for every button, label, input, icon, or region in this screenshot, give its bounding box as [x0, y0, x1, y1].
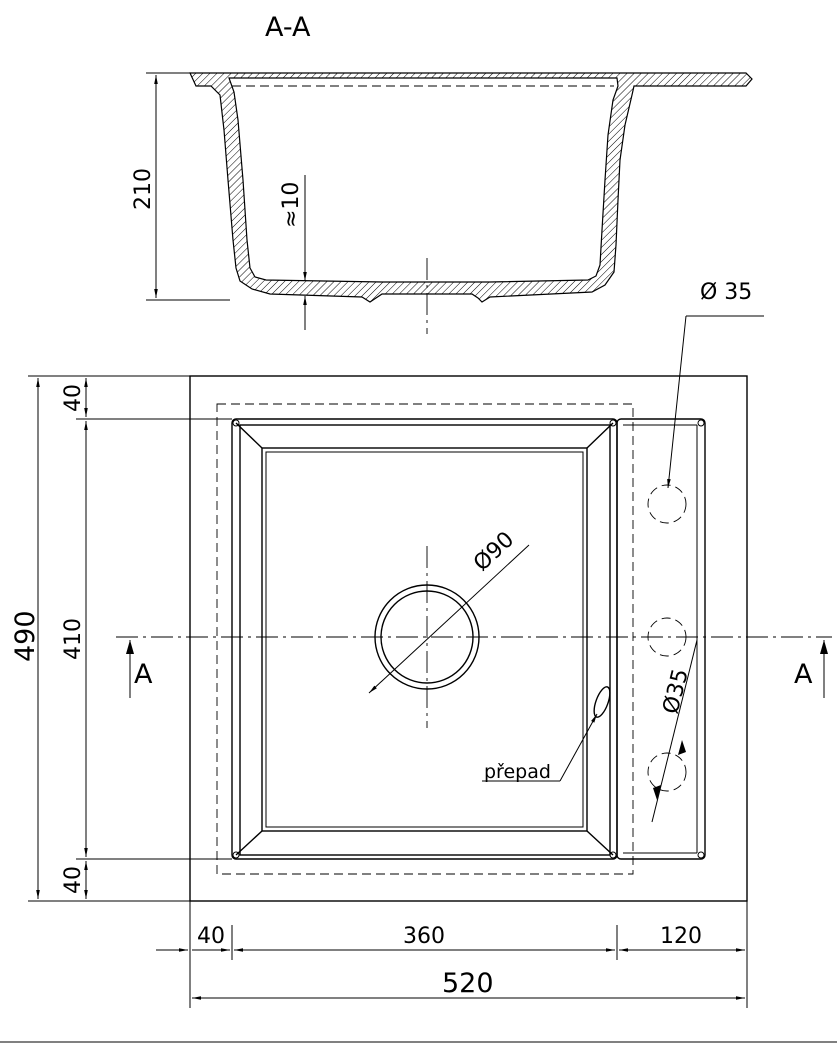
tap-diameter-side-label: Ø35 [659, 666, 694, 716]
corner-dot [232, 851, 240, 859]
bowl-bottom [261, 447, 588, 832]
overflow-leader [559, 713, 598, 782]
tap-hole-bottom [647, 752, 687, 792]
height-inner-label: 410 [61, 618, 86, 660]
drain-dim-leader [368, 544, 530, 694]
corner-dot [697, 419, 705, 427]
corner-dot [232, 419, 240, 427]
overflow-label: přepad [484, 761, 551, 783]
tap-leader-side [651, 639, 698, 823]
tap-hole-top [647, 484, 687, 524]
corner-line [235, 830, 263, 856]
top-margin-label: 40 [61, 384, 86, 412]
cutout-hidden-line [216, 403, 634, 875]
section-cavity [228, 77, 619, 283]
width-total-label: 520 [442, 968, 494, 999]
corner-line [235, 422, 263, 449]
tap-leader-top [667, 315, 687, 489]
bowl-width-label: 360 [403, 924, 445, 949]
corner-dot [609, 419, 617, 427]
corner-dot [609, 851, 617, 859]
drainboard [616, 418, 706, 860]
corner-line [586, 422, 614, 449]
bowl-rim-inner [239, 424, 611, 856]
corner-line [586, 830, 614, 856]
sink-outline [189, 375, 748, 902]
tap-diameter-top-label: Ø 35 [700, 280, 752, 305]
section-arrow-left [126, 640, 134, 654]
height-total-label: 490 [10, 610, 41, 662]
section-view: A-A 210 ≈10 [131, 12, 753, 334]
bottom-margin-label: 40 [61, 866, 86, 894]
section-arrow-right [820, 640, 828, 654]
tap-leader-arrow [653, 785, 661, 800]
bowl-bottom-inner [265, 451, 584, 828]
thickness-label: ≈10 [279, 182, 304, 228]
tap-leader-arrow [678, 740, 686, 755]
dimensions: 490 410 40 40 40 360 120 520 [10, 375, 748, 1008]
depth-label: 210 [131, 168, 156, 210]
corner-dot [697, 851, 705, 859]
section-title: A-A [265, 12, 311, 43]
drain-diameter-label: Ø90 [469, 527, 519, 576]
section-marker-right: A [794, 659, 813, 690]
section-marker-left: A [134, 659, 153, 690]
bowl-rim [231, 418, 618, 860]
left-margin-label: 40 [197, 924, 225, 949]
drainboard-width-label: 120 [660, 924, 702, 949]
plan-view: A A Ø90 Ø 35 Ø35 přepad [116, 280, 832, 902]
